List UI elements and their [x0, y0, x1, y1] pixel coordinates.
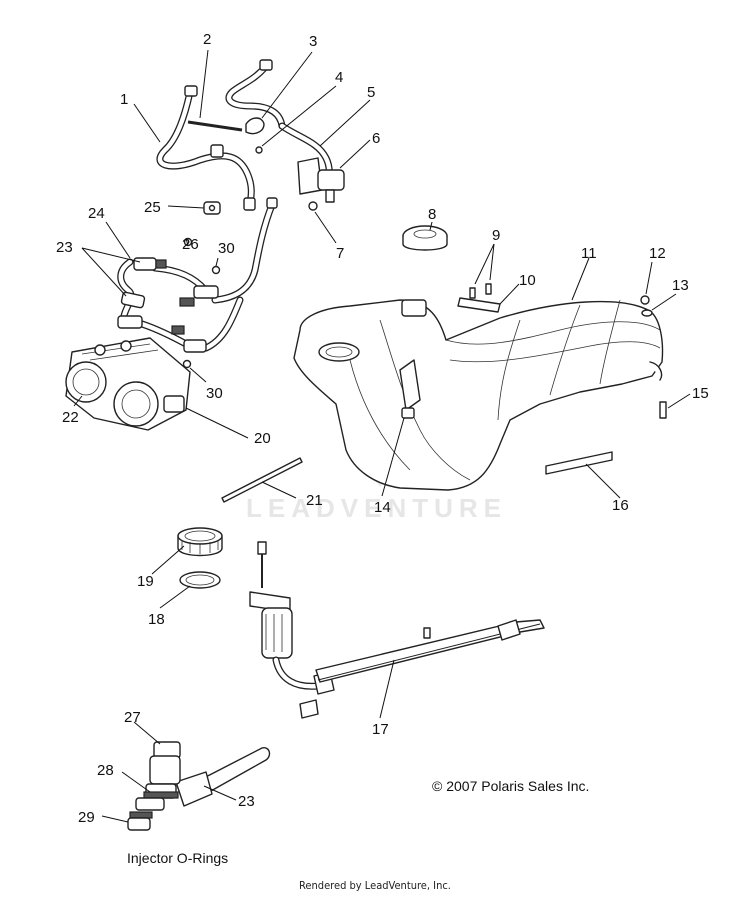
callout-labels: 1 2 3 4 5 6 7 8 9 10 11 12 13 14 15 16 1…: [56, 31, 709, 826]
pad-16: [545, 451, 613, 475]
fuel-pump-17: [249, 541, 545, 719]
bolt-15: [659, 401, 667, 419]
label-27: 27: [124, 709, 141, 726]
label-30b: 30: [206, 385, 223, 402]
label-28: 28: [97, 762, 114, 779]
screw-7: [308, 201, 318, 211]
label-23b: 23: [238, 793, 255, 810]
injector-23a: [133, 257, 167, 271]
copyright-text: © 2007 Polaris Sales Inc.: [432, 778, 590, 794]
label-22: 22: [62, 409, 79, 426]
label-21: 21: [306, 492, 323, 509]
label-12: 12: [649, 245, 666, 262]
screw-30b: [182, 359, 192, 369]
bracket-10: [457, 297, 501, 313]
fuel-tank-11: [293, 299, 664, 491]
label-24: 24: [88, 205, 105, 222]
nut-12: [640, 295, 650, 305]
label-4: 4: [335, 69, 343, 86]
lock-ring-19: [177, 527, 223, 557]
bolts-9: [469, 283, 492, 299]
label-13: 13: [672, 277, 689, 294]
fuel-filter-6: [297, 157, 345, 203]
screw-30a: [211, 265, 221, 275]
fuel-hose-1: [156, 85, 256, 211]
label-14: 14: [374, 499, 391, 516]
label-5: 5: [367, 84, 375, 101]
label-7: 7: [336, 245, 344, 262]
label-6: 6: [372, 130, 380, 147]
label-19: 19: [137, 573, 154, 590]
fuel-cap-8: [402, 225, 448, 251]
clamp-25: [203, 201, 221, 215]
inset-caption: Injector O-Rings: [127, 850, 229, 866]
leader-lines: [73, 49, 691, 823]
label-29: 29: [78, 809, 95, 826]
label-8: 8: [428, 206, 436, 223]
label-18: 18: [148, 611, 165, 628]
label-9: 9: [492, 227, 500, 244]
label-20: 20: [254, 430, 271, 447]
label-10: 10: [519, 272, 536, 289]
label-11: 11: [581, 245, 597, 262]
fuel-rail-hose-24: [117, 197, 278, 352]
credit-text: Rendered by LeadVenture, Inc.: [299, 879, 451, 892]
watermark-text: LEADVENTURE: [246, 493, 507, 523]
fuel-hose-3: [225, 59, 286, 130]
label-16: 16: [612, 497, 629, 514]
washer-13: [641, 309, 653, 317]
gasket-18: [179, 571, 221, 589]
label-2: 2: [203, 31, 211, 48]
strap-14: [401, 407, 415, 419]
label-26: 26: [182, 236, 199, 253]
label-17: 17: [372, 721, 389, 738]
label-1: 1: [120, 91, 128, 108]
hose-clip-4: [245, 117, 265, 154]
injector-inset: [127, 741, 271, 831]
label-23a: 23: [56, 239, 73, 256]
injector-set-right: [171, 285, 219, 353]
injector-23b: [117, 291, 146, 329]
throttle-body-22: [65, 337, 191, 431]
clamp-strap-2: [187, 120, 243, 132]
vent-tube-21: [221, 457, 303, 503]
label-3: 3: [309, 33, 317, 50]
label-25: 25: [144, 199, 161, 216]
label-30a: 30: [218, 240, 235, 257]
label-15: 15: [692, 385, 709, 402]
